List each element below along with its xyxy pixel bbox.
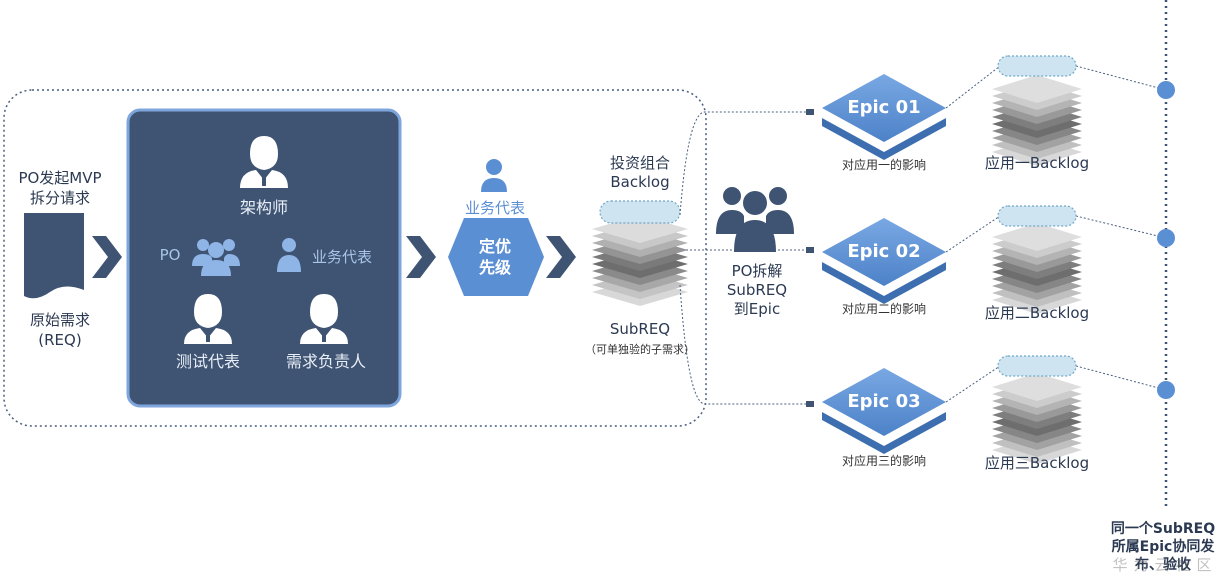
release-line2: 所属Epic协同发 — [1111, 539, 1215, 555]
document-icon — [24, 213, 84, 299]
portfolio-title: 投资组合 Backlog — [592, 154, 688, 192]
split-label: PO拆解 SubREQ 到Epic — [714, 262, 800, 319]
epic-label-1: Epic 01 — [847, 97, 921, 118]
team-req-owner-label: 需求负责人 — [285, 352, 366, 371]
priority-hexagon — [448, 218, 544, 296]
tester-icon — [184, 294, 232, 344]
release-node-2 — [1157, 229, 1175, 247]
app-backlog-stack-1 — [992, 55, 1082, 166]
epic-label-3: Epic 03 — [847, 391, 921, 412]
release-node-1 — [1157, 81, 1175, 99]
release-line3: 布、验收 — [1135, 557, 1191, 573]
app-backlog-stack-3 — [992, 355, 1082, 464]
epic-label-2: Epic 02 — [847, 241, 921, 262]
subreq-label: SubREQ — [609, 320, 671, 338]
priority-line1: 定优 — [478, 237, 511, 256]
epic-backlog-connectors — [945, 65, 1167, 403]
epic-shape-2 — [822, 218, 946, 304]
request-doc-line2: (REQ) — [38, 331, 82, 349]
team-business-icon — [277, 238, 301, 272]
subreq-note: （可单独验的子需求） — [585, 343, 695, 356]
chevron-arrow-1 — [92, 236, 122, 278]
release-node-3 — [1157, 381, 1175, 399]
chevron-arrow-3 — [546, 236, 576, 278]
request-doc-line1: 原始需求 — [29, 311, 90, 329]
epic-shape-3 — [822, 368, 946, 454]
po-group-icon — [192, 239, 240, 276]
business-rep-icon — [481, 159, 507, 192]
priority-label: 定优 先级 — [452, 236, 538, 278]
split-line1: PO拆解 — [731, 262, 783, 280]
team-business-label: 业务代表 — [311, 248, 372, 266]
portfolio-title-line2: Backlog — [610, 173, 670, 191]
priority-role-label: 业务代表 — [464, 199, 525, 217]
chevron-arrow-2 — [406, 236, 436, 278]
watermark: 华为云社区 — [1112, 556, 1218, 574]
epic-impact-2: 对应用二的影响 — [841, 302, 926, 316]
epic-impact-1: 对应用一的影响 — [841, 158, 926, 172]
app-backlog-stack-2 — [992, 205, 1082, 314]
request-title-line1: PO发起MVP — [18, 169, 102, 187]
request-title-line2: 拆分请求 — [29, 189, 90, 207]
app-backlog-label-3: 应用三Backlog — [984, 454, 1090, 472]
split-line3: 到Epic — [733, 300, 781, 318]
split-line2: SubREQ — [726, 281, 788, 299]
app-backlog-label-2: 应用二Backlog — [984, 304, 1090, 322]
app-backlog-label-1: 应用一Backlog — [984, 154, 1090, 172]
po-split-group-icon — [716, 187, 794, 252]
team-tester-label: 测试代表 — [175, 352, 240, 371]
epic-impact-3: 对应用三的影响 — [841, 454, 926, 468]
portfolio-connectors — [679, 111, 808, 405]
epic-shape-1 — [822, 74, 946, 160]
request-title: PO发起MVP 拆分请求 — [8, 168, 112, 208]
workflow-container — [3, 89, 707, 427]
portfolio-stack — [592, 200, 688, 306]
req-owner-icon — [300, 294, 348, 344]
release-label: 同一个SubREQ 所属Epic协同发 布、验收 — [1098, 520, 1228, 574]
architect-icon — [240, 136, 288, 188]
team-architect-label: 架构师 — [239, 198, 288, 217]
request-doc-label: 原始需求 (REQ) — [10, 310, 110, 350]
team-po-label: PO — [159, 246, 181, 264]
portfolio-title-line1: 投资组合 — [609, 154, 670, 172]
priority-line2: 先级 — [478, 258, 511, 277]
release-line1: 同一个SubREQ — [1110, 521, 1216, 537]
